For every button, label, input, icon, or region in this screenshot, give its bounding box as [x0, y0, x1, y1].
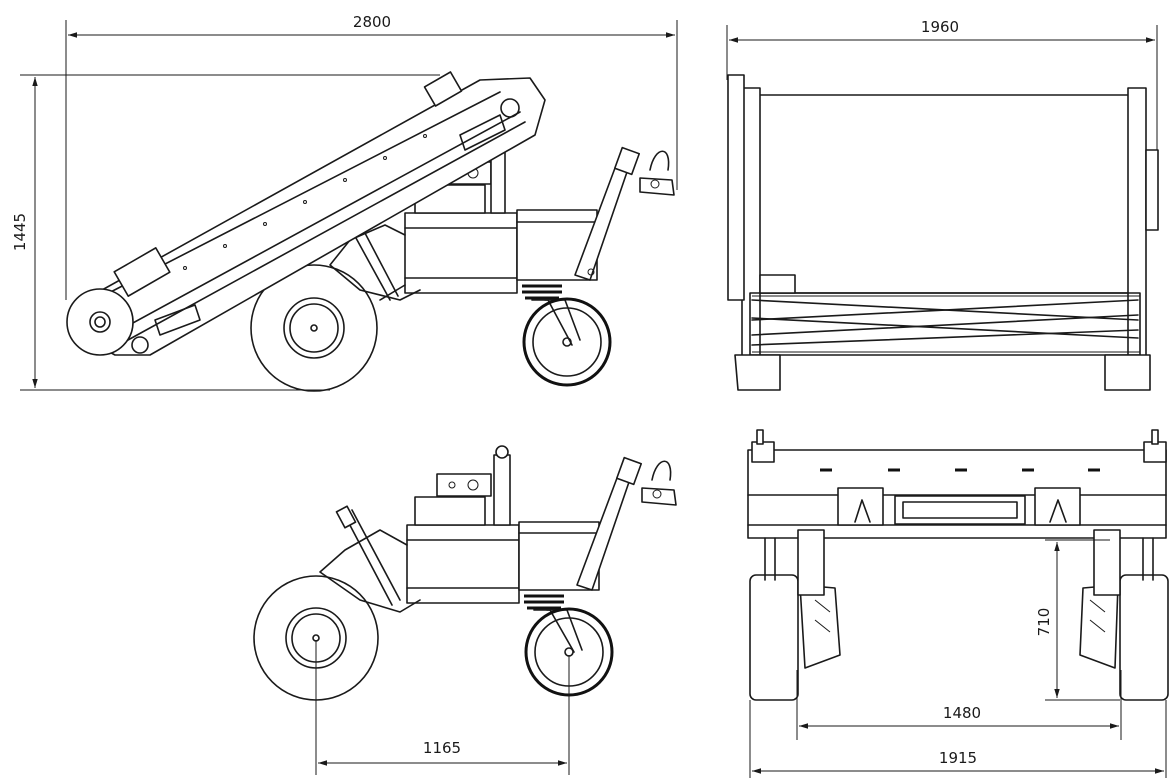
dimension-label-rear-height: 710: [1035, 608, 1053, 637]
side-view-with-conveyor: 2800 1445: [11, 13, 678, 392]
conveyor-belt: [66, 71, 546, 356]
rear-view: 710 1480 1915: [747, 429, 1169, 778]
steering-handle: [576, 456, 677, 591]
dimension-rear-height: 710: [1035, 539, 1120, 701]
front-view-with-conveyor: 1960: [726, 18, 1159, 391]
dimension-label-wheelbase: 1165: [423, 739, 461, 757]
dimension-label-overall-width: 1915: [939, 749, 977, 767]
front-caster-wheel: [522, 297, 612, 387]
dimension-overall-width: 1915: [749, 700, 1167, 778]
dimension-length: 2800: [65, 13, 678, 300]
steering-handle: [574, 146, 675, 281]
dimension-height: 1445: [11, 74, 440, 391]
dimension-wheelbase: 1165: [315, 640, 570, 775]
rear-wheel: [250, 264, 378, 392]
chassis-frame: [319, 445, 600, 613]
side-view-without-conveyor: 1165: [253, 445, 677, 775]
dimension-label-front-width: 1960: [921, 18, 959, 36]
dimension-track-width: 1480: [796, 670, 1122, 740]
dimension-label-track-width: 1480: [943, 704, 981, 722]
dimension-front-width: 1960: [726, 18, 1158, 150]
dimension-label-length: 2800: [353, 13, 391, 31]
dimension-label-height: 1445: [11, 213, 29, 251]
